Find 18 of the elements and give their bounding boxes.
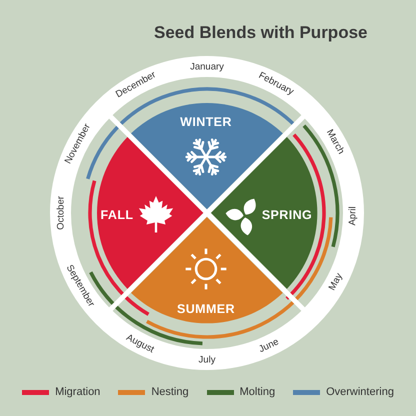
month-label: April — [348, 206, 358, 226]
month-label: July — [198, 354, 216, 364]
legend-label: Overwintering — [326, 387, 394, 398]
pie-segment — [210, 137, 317, 289]
legend-label: Molting — [240, 387, 276, 398]
season-label: SPRING — [262, 208, 312, 222]
month-label: October — [56, 196, 66, 230]
month-label: June — [258, 337, 280, 354]
pie-segment — [131, 103, 283, 210]
season-label: SUMMER — [177, 302, 235, 316]
month-label: May — [328, 272, 345, 292]
title: Seed Blends with Purpose — [154, 24, 368, 41]
legend-label: Nesting — [151, 387, 189, 398]
month-label: January — [190, 62, 224, 72]
season-label: WINTER — [180, 116, 232, 128]
season-label: FALL — [100, 208, 134, 222]
pie-segment — [97, 137, 204, 289]
legend-label: Migration — [55, 387, 100, 398]
